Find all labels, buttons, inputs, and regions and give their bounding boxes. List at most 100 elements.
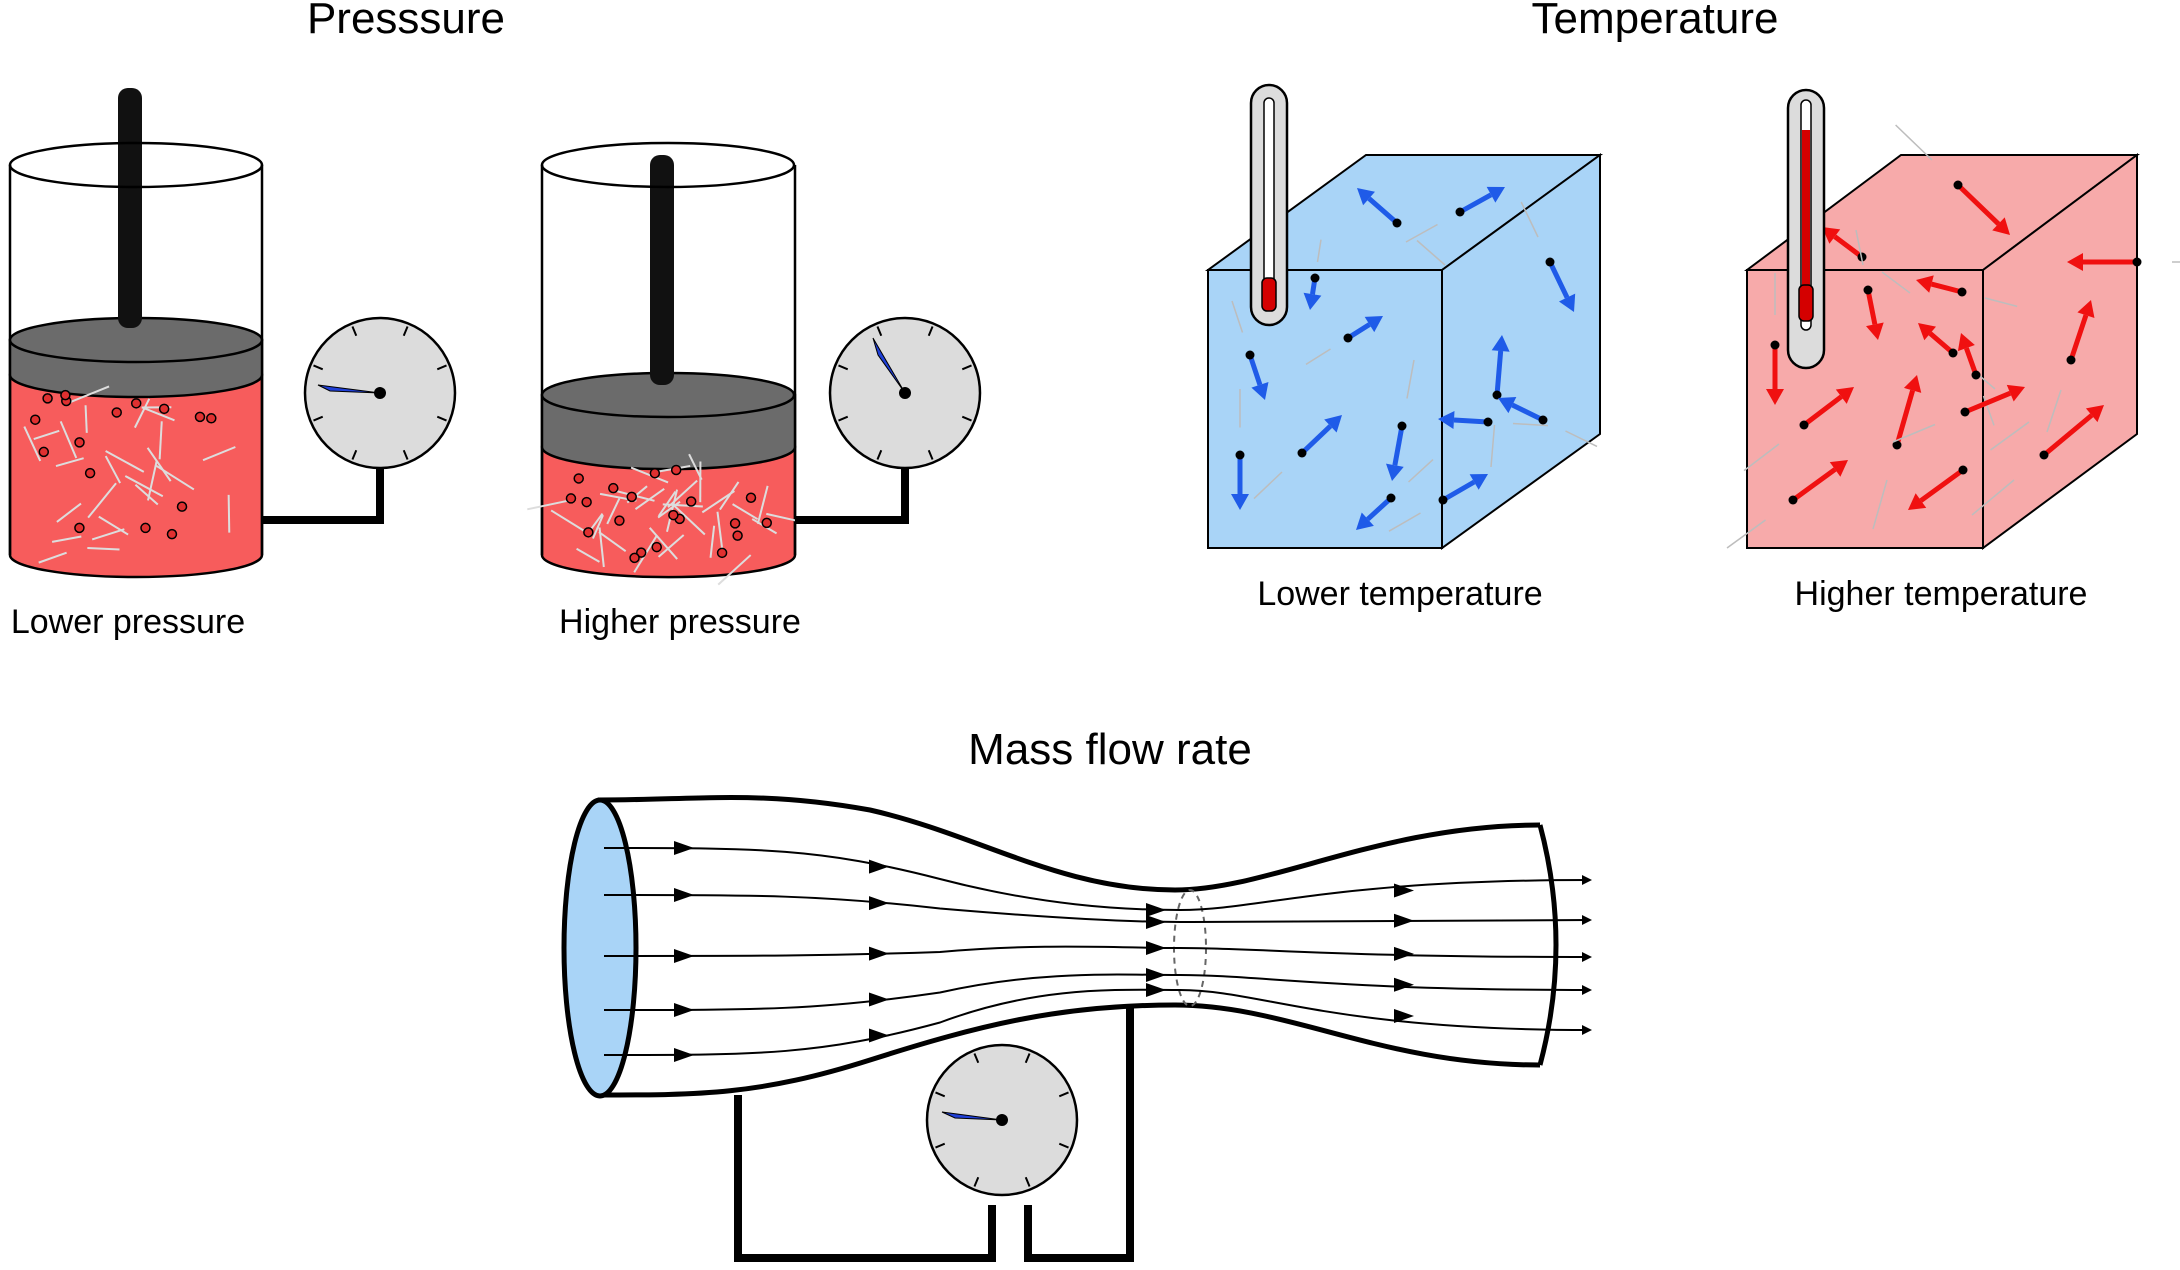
flow-arrowhead: [1394, 914, 1414, 928]
thermometer-icon: [1788, 90, 1824, 368]
pressure-gauge-icon: [927, 1045, 1077, 1195]
particle: [630, 553, 639, 562]
molecule: [1456, 208, 1465, 217]
molecule: [1311, 274, 1320, 283]
molecule: [1344, 334, 1353, 343]
lower-temperature-label: Lower temperature: [1257, 575, 1542, 614]
thermometer-icon: [1251, 85, 1287, 325]
piston-rod: [118, 88, 142, 328]
streamline: [604, 848, 1590, 910]
pressure-gauge-icon: [830, 318, 980, 468]
pressure-gauge-icon: [305, 318, 455, 468]
molecule: [1972, 371, 1981, 380]
particle: [672, 465, 681, 474]
flow-arrowhead: [674, 1048, 694, 1062]
particle: [652, 543, 661, 552]
molecule: [2133, 258, 2142, 267]
molecule: [2067, 356, 2076, 365]
particle: [574, 474, 583, 483]
particle: [43, 394, 52, 403]
particle: [731, 519, 740, 528]
flow-arrowhead: [1394, 947, 1414, 961]
flow-arrowhead: [674, 841, 694, 855]
flow-arrowhead: [1146, 968, 1166, 982]
streamline: [604, 895, 1590, 922]
particle: [178, 502, 187, 511]
streamline: [604, 975, 1590, 1010]
streamlines: [604, 841, 1590, 1062]
flow-arrowhead: [1146, 983, 1166, 997]
flow-arrowhead: [1146, 941, 1166, 955]
molecule: [1539, 416, 1548, 425]
particle: [61, 391, 70, 400]
flow-arrowhead: [1146, 915, 1166, 929]
flow-arrowhead: [1146, 903, 1166, 917]
venturi-tube-icon: [564, 798, 1590, 1097]
particle-trail: [87, 548, 119, 549]
particle: [31, 415, 40, 424]
molecule: [1398, 422, 1407, 431]
particle: [669, 511, 678, 520]
flow-arrowhead: [674, 949, 694, 963]
flow-arrowhead: [869, 896, 889, 910]
molecule: [1949, 349, 1958, 358]
flow-arrowhead: [869, 1029, 889, 1043]
particle: [615, 516, 624, 525]
flow-arrowhead: [869, 947, 889, 961]
particle: [582, 498, 591, 507]
flow-arrowhead: [1394, 978, 1414, 992]
streamline: [604, 990, 1590, 1055]
particle: [75, 438, 84, 447]
molecule: [1961, 408, 1970, 417]
lower-pressure-cylinder: [10, 88, 262, 577]
molecule: [1236, 451, 1245, 460]
gauge-pipe: [795, 465, 905, 520]
particle: [627, 492, 636, 501]
particle: [132, 399, 141, 408]
streamline: [604, 947, 1590, 957]
particle-trail: [86, 405, 87, 433]
higher-temperature-label: Higher temperature: [1795, 575, 2088, 614]
particle: [566, 494, 575, 503]
particle: [609, 484, 618, 493]
particle: [733, 531, 742, 540]
gauge-pipe: [262, 465, 380, 520]
molecule: [1958, 288, 1967, 297]
particle: [207, 414, 216, 423]
molecule: [1484, 418, 1493, 427]
molecule: [1546, 258, 1555, 267]
higher-pressure-label: Higher pressure: [559, 603, 801, 642]
molecule: [1439, 496, 1448, 505]
higher-pressure-cylinder: [527, 143, 798, 585]
molecule: [1800, 421, 1809, 430]
particle: [762, 518, 771, 527]
particle: [650, 469, 659, 478]
flow-arrowhead: [869, 860, 889, 874]
molecule: [1864, 286, 1873, 295]
particle: [160, 404, 169, 413]
mass-flow-title: Mass flow rate: [968, 725, 1252, 775]
particle: [75, 523, 84, 532]
molecule: [1771, 341, 1780, 350]
particle: [167, 530, 176, 539]
particle: [195, 412, 204, 421]
molecule: [1298, 449, 1307, 458]
temperature-title: Temperature: [1531, 0, 1778, 44]
particle: [718, 548, 727, 557]
flow-arrowhead: [674, 1003, 694, 1017]
molecule: [2040, 451, 2049, 460]
molecule: [1789, 496, 1798, 505]
flow-arrowhead: [869, 993, 889, 1007]
piston-rod: [650, 155, 674, 385]
molecule: [1393, 219, 1402, 228]
velocity-arrow: [1454, 420, 1488, 422]
particle: [86, 469, 95, 478]
molecule: [1246, 351, 1255, 360]
particle: [584, 528, 593, 537]
molecule: [1387, 494, 1396, 503]
particle: [141, 523, 150, 532]
particle-trail: [229, 495, 230, 533]
pipe-inlet: [564, 800, 636, 1096]
